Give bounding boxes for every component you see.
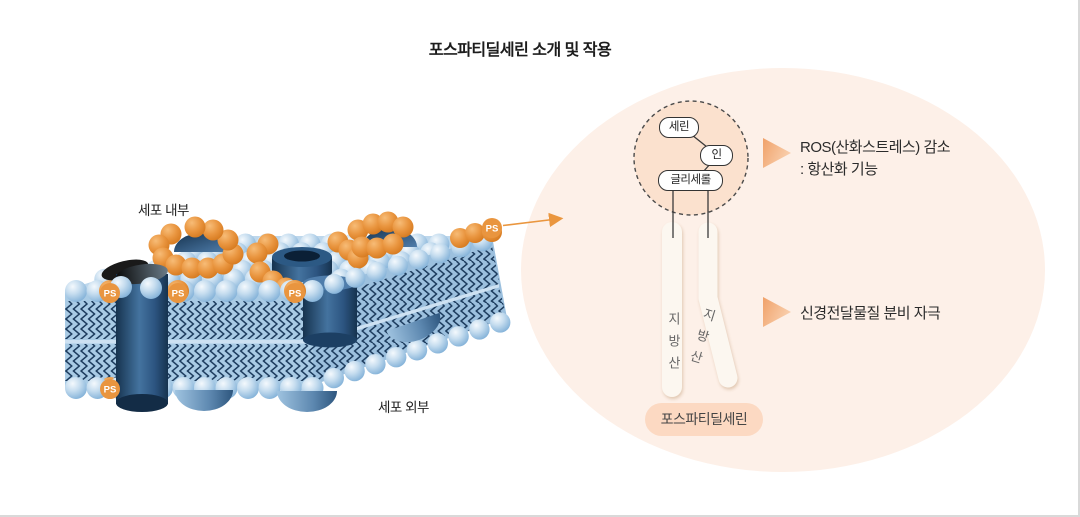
molecule-background-ellipse <box>521 68 1045 472</box>
label-cell-outside: 세포 외부 <box>378 400 429 415</box>
callout-arrow <box>502 212 564 228</box>
screen-edge-bottom <box>0 515 1080 517</box>
ps-badges: PS PS PS PS PS <box>100 218 502 399</box>
fatty-acid-label-left: 지방산 <box>666 312 681 378</box>
annotation-neurotransmitter: 신경전달물질 분비 자극 <box>800 303 941 325</box>
label-cell-inside: 세포 내부 <box>138 203 189 218</box>
bilayer-seam <box>65 340 313 344</box>
cell-membrane-illustration: PS PS PS PS PS <box>65 211 564 412</box>
node-serine: 세린 <box>659 117 699 138</box>
bilayer-seam-side <box>313 284 499 344</box>
screen-edge-right <box>1078 0 1080 517</box>
annotation-ros-line2: : 항산화 기능 <box>800 161 878 178</box>
node-glycerol: 글리세롤 <box>658 170 723 191</box>
annotation-ros-line1: ROS(산화스트레스) 감소 <box>800 139 951 156</box>
ps-badge-label: PS <box>104 385 117 396</box>
page-title: 포스파티딜세린 소개 및 작용 <box>428 42 612 59</box>
protein-hemispheres-bottom <box>175 312 441 412</box>
node-phosphate: 인 <box>700 145 733 166</box>
protein-channel-pore <box>272 247 332 282</box>
ps-badge-label: PS <box>289 289 302 300</box>
lipid-tails-lower <box>65 344 313 381</box>
phosphatidylserine-structure <box>633 100 749 397</box>
annotation-ros: ROS(산화스트레스) 감소 : 항산화 기능 <box>800 137 951 181</box>
lipid-tails-upper <box>65 301 313 339</box>
bond-serine-phosphate <box>691 134 708 148</box>
ps-badge-label: PS <box>172 289 185 300</box>
ps-badge-label: PS <box>486 224 499 235</box>
protein-cylinder-left <box>101 259 168 412</box>
molecule-name-pill: 포스파티딜세린 <box>645 403 763 436</box>
annotation-neuro-line1: 신경전달물질 분비 자극 <box>800 305 941 322</box>
ps-badge-label: PS <box>104 289 117 300</box>
fatty-acid-tail-right <box>698 222 738 388</box>
